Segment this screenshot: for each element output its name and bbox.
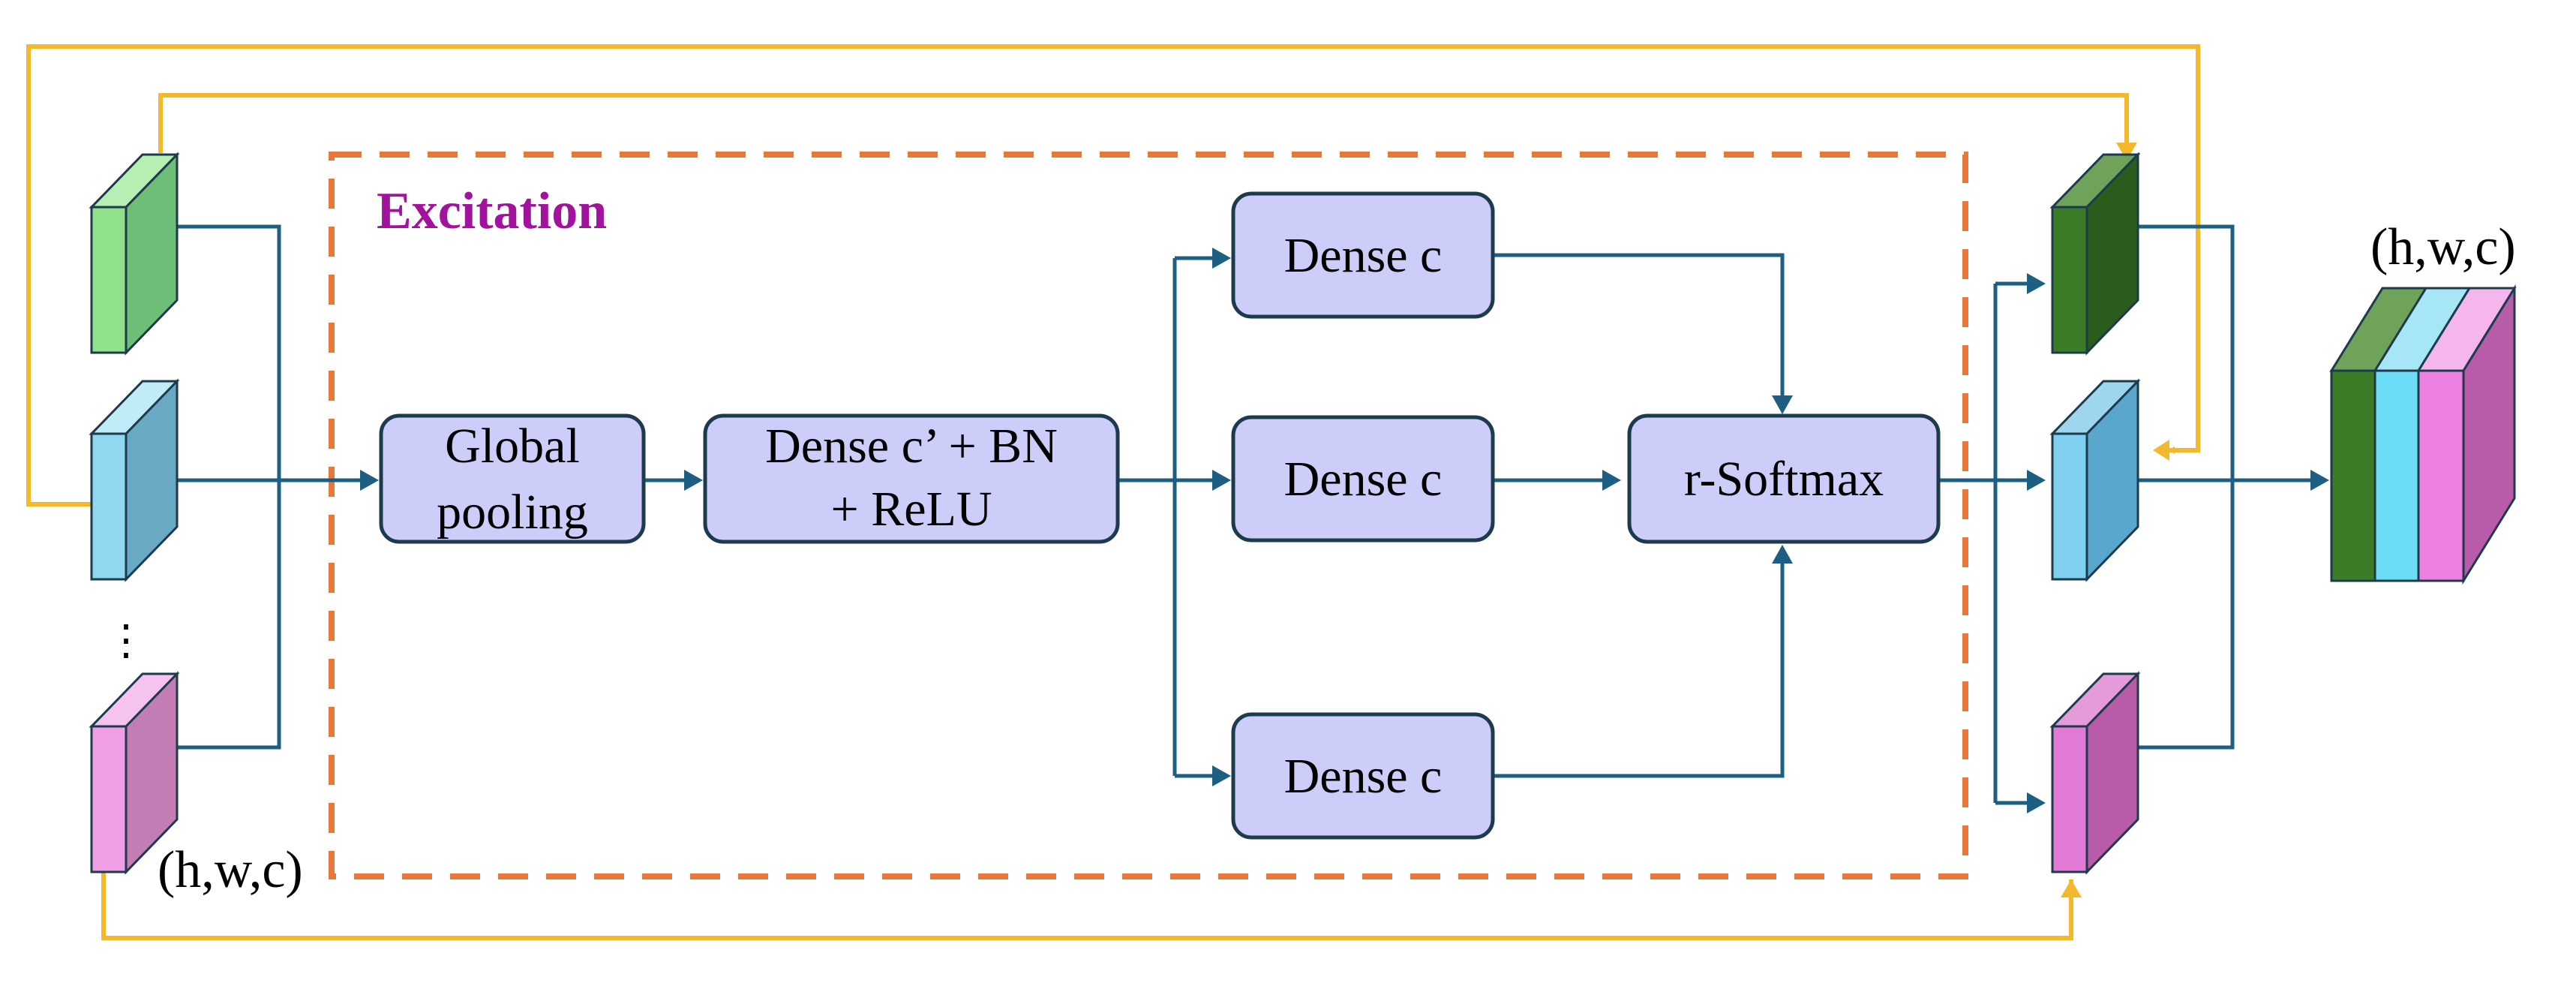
r-softmax-label: r-Softmax bbox=[1684, 452, 1884, 507]
input-feature-map-green bbox=[89, 152, 180, 356]
flow-lines bbox=[177, 224, 2318, 805]
skip-pink-to-pink bbox=[101, 872, 2075, 940]
skip-blue-to-blue bbox=[26, 44, 2200, 507]
r-softmax-block: r-Softmax bbox=[1627, 413, 1941, 544]
output-feature-map-pink bbox=[2049, 671, 2141, 875]
input-ellipsis: ⋮ bbox=[105, 618, 147, 664]
input-feature-map-blue bbox=[89, 378, 180, 582]
output-feature-map-green bbox=[2049, 152, 2141, 356]
skip-connections bbox=[26, 44, 2200, 940]
dense-middle-label: Dense c bbox=[1284, 452, 1443, 507]
skip-green-to-green bbox=[158, 93, 2130, 155]
dense-bottom-label: Dense c bbox=[1284, 749, 1443, 804]
global-pooling-block: Global pooling bbox=[379, 413, 646, 544]
input-feature-map-pink bbox=[89, 671, 180, 875]
dense-block-top: Dense c bbox=[1231, 191, 1495, 319]
concatenated-output-block bbox=[2329, 284, 2517, 585]
dense-top-label: Dense c bbox=[1284, 228, 1443, 283]
input-dims-label: (h,w,c) bbox=[158, 841, 303, 899]
output-dims-label: (h,w,c) bbox=[2370, 218, 2516, 276]
output-feature-map-blue bbox=[2049, 378, 2141, 582]
dense-reduce-line1: Dense c’ + BN bbox=[765, 419, 1058, 473]
global-pooling-line1: Global bbox=[445, 419, 580, 473]
skip-arrowheads bbox=[2061, 143, 2169, 897]
dense-block-bottom: Dense c bbox=[1231, 712, 1495, 840]
dense-block-middle: Dense c bbox=[1231, 415, 1495, 543]
flow-arrowheads bbox=[360, 248, 2329, 813]
dense-reduce-line2: + ReLU bbox=[830, 482, 992, 537]
excitation-title: Excitation bbox=[377, 182, 607, 240]
excitation-frame bbox=[329, 152, 1968, 879]
dense-reduce-block: Dense c’ + BN + ReLU bbox=[703, 413, 1120, 544]
global-pooling-line2: pooling bbox=[437, 485, 588, 540]
